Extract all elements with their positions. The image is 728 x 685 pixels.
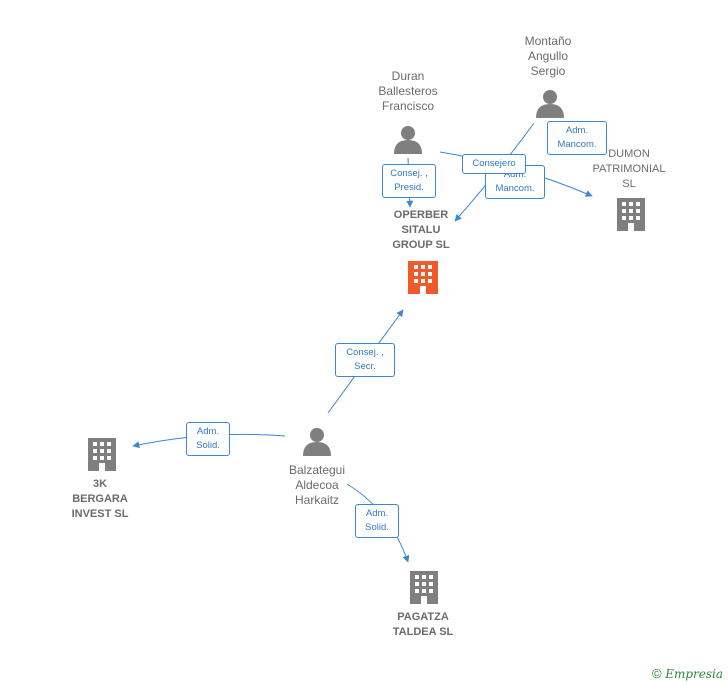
building-icon	[408, 261, 438, 294]
copyright-symbol: ©	[652, 666, 662, 681]
relation-badge-balz-operber: Consej. , Secr.	[335, 343, 395, 377]
building-icon	[617, 198, 645, 231]
person-label-montano[interactable]: Montaño Angullo Sergio	[524, 34, 572, 78]
relation-badge-duran-operber: Consej. , Presid.	[382, 164, 436, 198]
person-label-duran[interactable]: Duran Ballesteros Francisco	[378, 69, 438, 113]
building-icon	[410, 571, 438, 604]
relation-badge-montano-dumon: Adm. Mancom.	[547, 121, 607, 155]
brand-name: Empresia	[665, 667, 724, 681]
company-label-bergara[interactable]: 3K BERGARA INVEST SL	[71, 478, 129, 520]
building-icon	[88, 438, 116, 471]
relation-badge-balz-pagatza: Adm. Solid.	[355, 504, 399, 538]
company-label-operber[interactable]: OPERBER SITALU GROUP SL	[392, 209, 450, 251]
relation-badge-balz-bergara: Adm. Solid.	[186, 422, 230, 456]
company-label-dumon[interactable]: DUMON PATRIMONIAL SL	[592, 148, 666, 190]
footer-brand[interactable]: © Empresia	[652, 666, 723, 681]
relation-badge-montano-operber: Consejero	[462, 154, 526, 174]
person-label-balzategui[interactable]: Balzategui Aldecoa Harkaitz	[288, 463, 346, 507]
person-icon	[394, 126, 422, 154]
person-icon	[303, 428, 331, 456]
company-label-pagatza[interactable]: PAGATZA TALDEA SL	[392, 611, 454, 638]
person-icon	[536, 90, 564, 118]
